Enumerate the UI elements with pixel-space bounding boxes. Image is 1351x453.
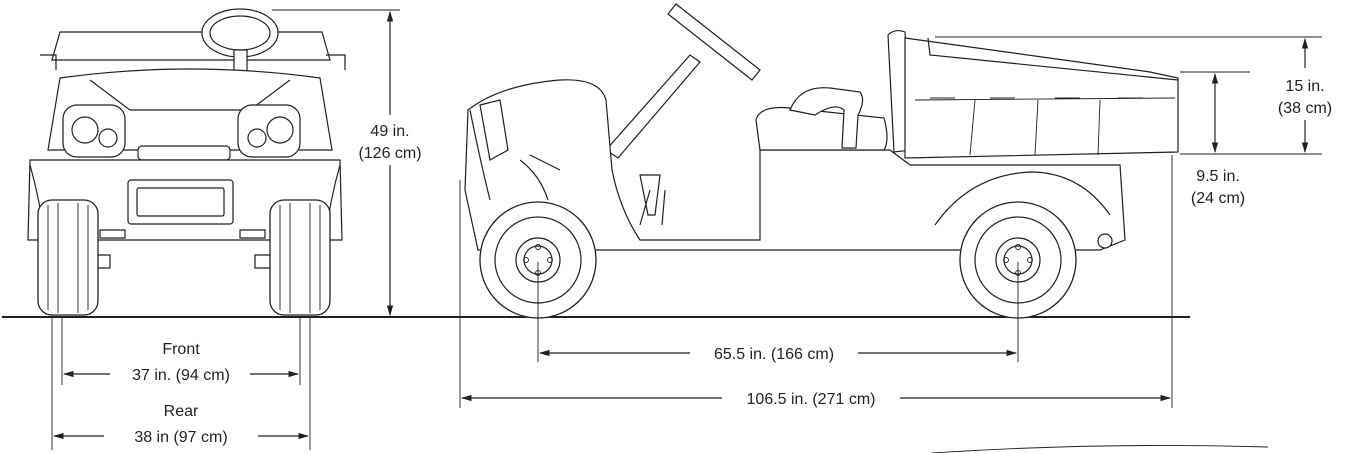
bed-height-dimensions [935, 36, 1346, 155]
overall-length-label: 106.5 in. (271 cm) [747, 391, 876, 408]
bed-depth-label-cm: (38 cm) [1278, 100, 1332, 117]
wheelbase-label: 65.5 in. (166 cm) [714, 346, 834, 363]
overall-length-dimension [459, 155, 1173, 408]
front-height-label-cm: (126 cm) [358, 145, 421, 162]
bed-height-label-in: 9.5 in. [1196, 168, 1240, 185]
front-height-dimension [272, 9, 432, 317]
bed-depth-label-in: 15 in. [1285, 78, 1324, 95]
side-view-vehicle [464, 3, 1179, 319]
rear-track-title: Rear [164, 403, 199, 420]
decorative-swoosh [931, 444, 1269, 453]
front-view-vehicle [27, 8, 346, 316]
front-height-label-in: 49 in. [370, 123, 409, 140]
bed-height-label-cm: (24 cm) [1191, 190, 1245, 207]
wheelbase-dimension [537, 262, 1019, 363]
rear-track-value: 38 in (97 cm) [134, 429, 227, 446]
front-track-title: Front [162, 341, 200, 358]
rear-track-dimension [51, 318, 311, 450]
front-track-value: 37 in. (94 cm) [132, 367, 230, 384]
front-track-dimension [61, 318, 301, 385]
